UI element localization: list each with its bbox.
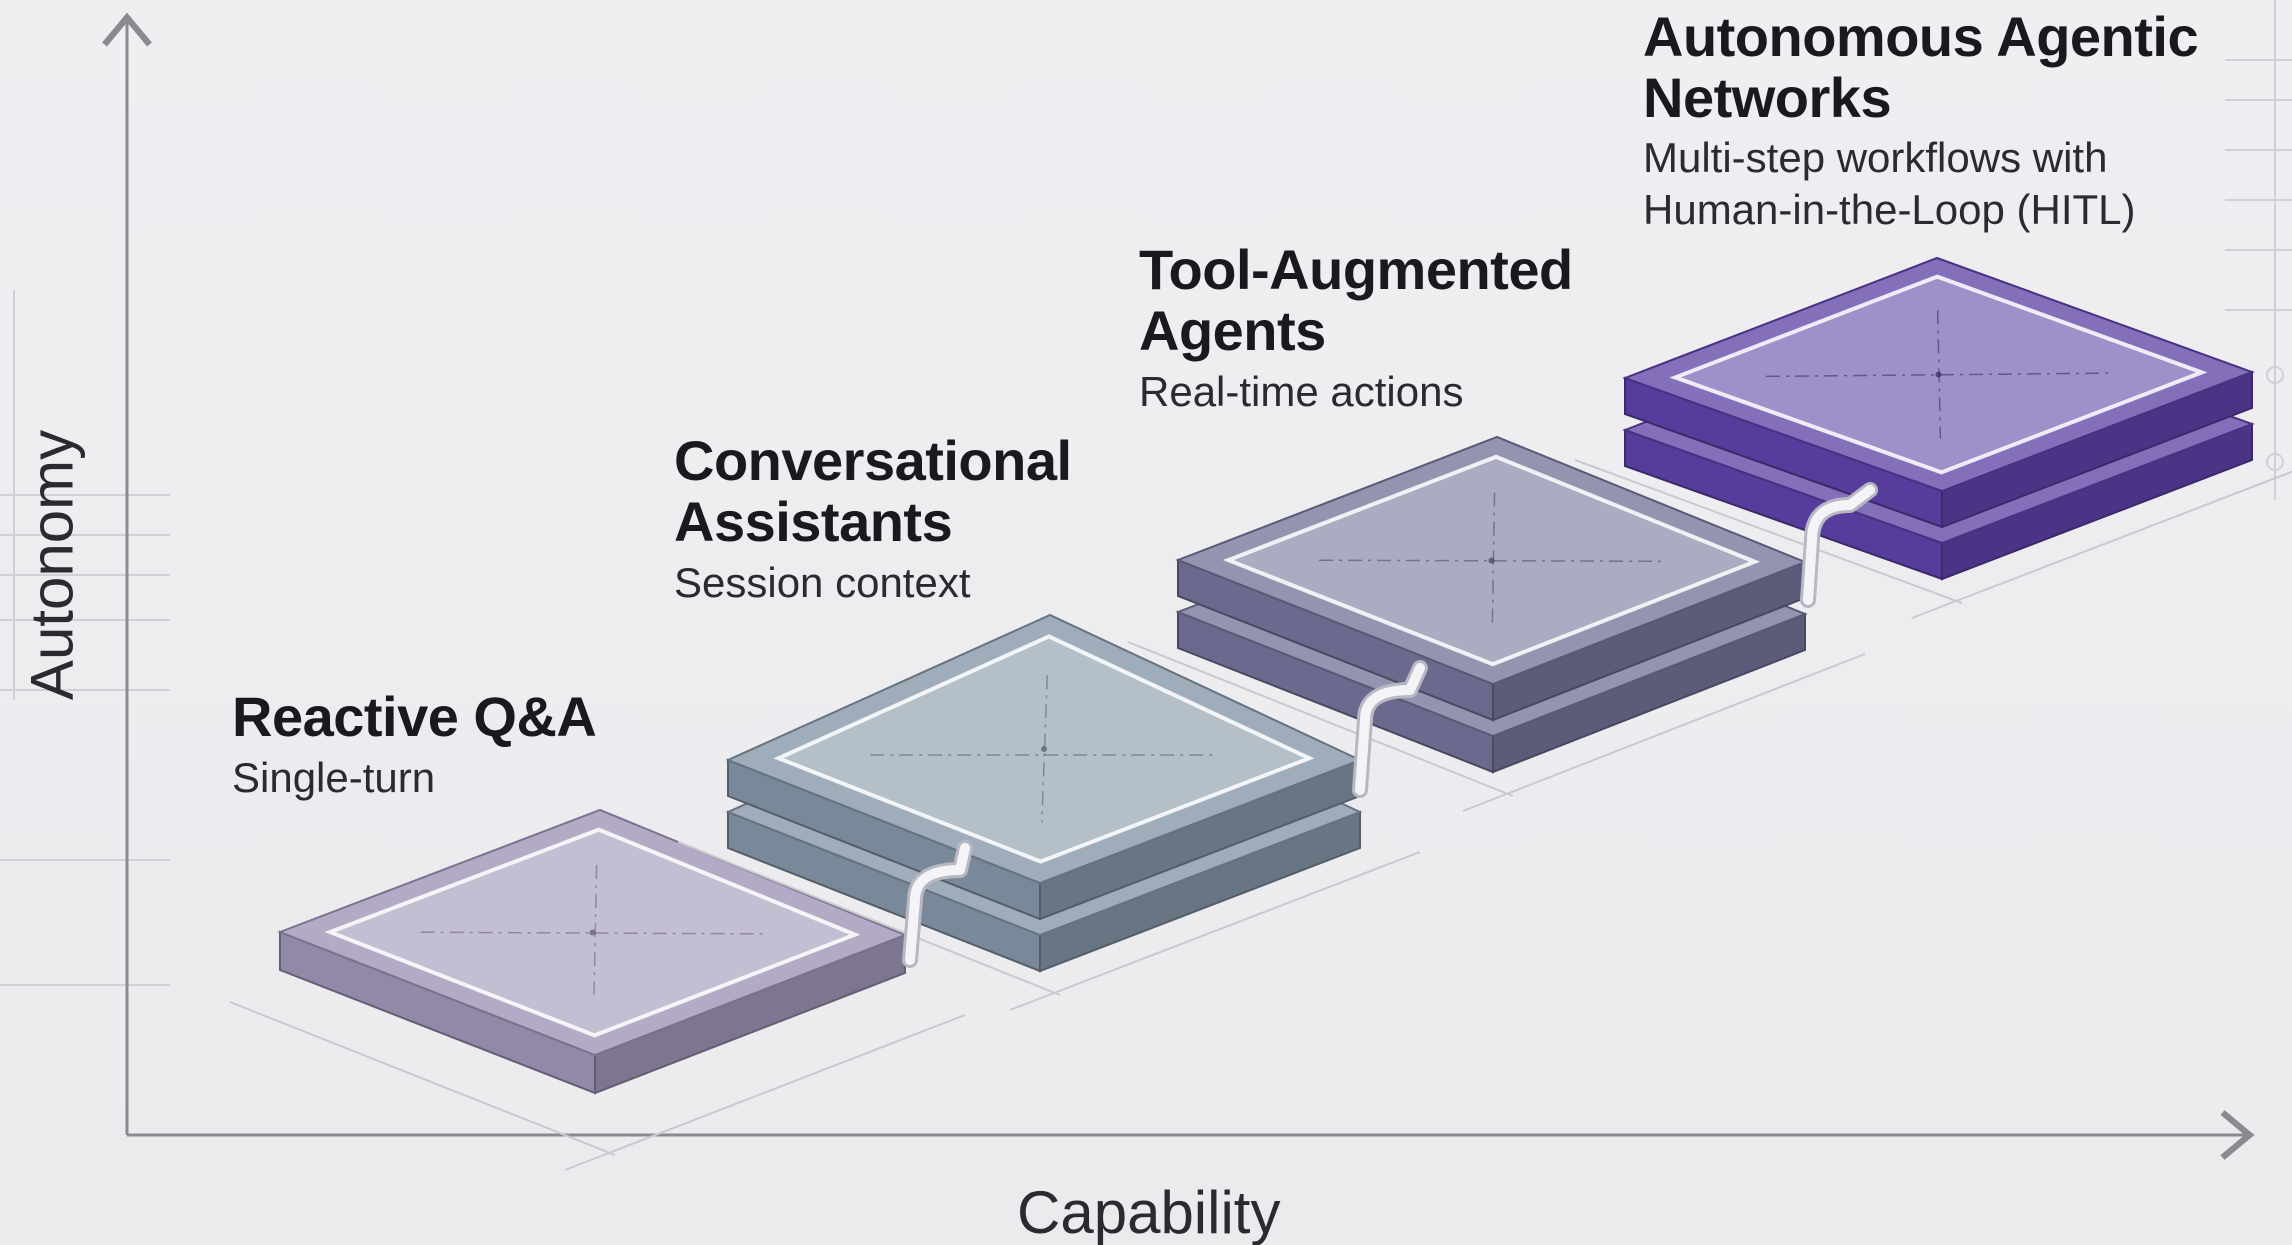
stage-title-line-2: Networks [1643,66,1892,129]
stage-title-line-1: Autonomous Agentic [1643,5,2199,68]
connector-2 [1352,660,1428,798]
x-axis-label: Capability [1017,1179,1281,1245]
platform-guide-lines-2 [677,841,1421,1011]
stage-label-tool-augmented-agents: Tool-Augmented Agents Real-time actions [1139,239,1573,419]
stage-title: Reactive Q&A [232,685,597,748]
stage-label-autonomous-agentic-networks: Autonomous Agentic Networks Multi-step w… [1643,5,2199,236]
left-guide-lines [0,290,170,986]
platform-top-layer-3 [1175,435,1808,722]
platform-top-layer-2 [725,613,1363,921]
stage-title-line-1: Tool-Augmented [1139,238,1573,301]
stage-subtitle: Real-time actions [1139,368,1464,415]
platform-guide-lines-4 [1574,459,2292,619]
stage-subtitle-line-1: Multi-step workflows with [1643,134,2108,181]
y-axis-label: Autonomy [18,429,86,701]
connector-1 [902,840,973,968]
platform-guide-lines-3 [1127,641,1866,812]
stage-label-conversational-assistants: Conversational Assistants Session contex… [674,430,1072,610]
stage-label-reactive-qa: Reactive Q&A Single-turn [232,685,597,805]
stage-title-line-2: Assistants [674,490,953,553]
stage-title-line-2: Agents [1139,299,1326,362]
stage-subtitle-line-2: Human-in-the-Loop (HITL) [1643,186,2136,233]
stage-title-line-1: Conversational [674,429,1072,492]
platform-group [229,256,2292,1171]
stage-subtitle: Single-turn [232,754,436,801]
stage-subtitle: Session context [674,559,971,606]
connector-3 [1800,482,1878,608]
right-guide-lines [2225,0,2292,500]
platform-guide-lines-1 [229,1001,966,1171]
